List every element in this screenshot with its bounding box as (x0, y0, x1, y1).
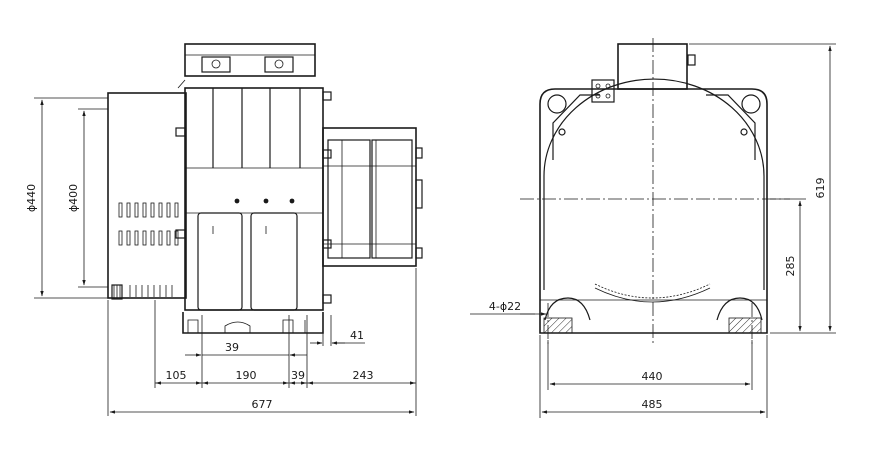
base-foot (182, 312, 324, 334)
front-base (539, 297, 768, 334)
main-body (175, 79, 332, 311)
cooling-slots-lower (118, 230, 179, 246)
dim-phi400-label: ϕ400 (67, 184, 80, 212)
dim-440-label: 440 (642, 370, 663, 383)
dim-row-lower: 105 190 39 243 (155, 369, 416, 385)
brake-assembly (322, 127, 423, 267)
encoder-connector (111, 284, 173, 300)
dim-243-label: 243 (353, 369, 374, 382)
dim-677: 677 (109, 398, 415, 414)
dim-41: 41 (310, 329, 365, 345)
dim-619-label: 619 (814, 178, 827, 199)
dim-485: 485 (539, 335, 768, 418)
cooling-slots-upper (118, 202, 179, 218)
dim-39-top: 39 (185, 341, 307, 357)
dim-440: 440 (547, 340, 753, 390)
front-view: 619 285 4-ϕ22 440 485 (470, 38, 836, 418)
front-body (539, 78, 768, 303)
dim-phi440: ϕ440 (25, 97, 108, 299)
dim-485-label: 485 (642, 398, 663, 411)
dim-39-bottom-label: 39 (291, 369, 305, 382)
side-view: ϕ440 ϕ400 39 41 (25, 43, 423, 416)
terminal-box (184, 43, 316, 77)
dim-285: 285 (770, 198, 806, 332)
dim-41-label: 41 (350, 329, 364, 342)
holes-callout: 4-ϕ22 (470, 300, 547, 316)
dim-190-label: 190 (236, 369, 257, 382)
dim-285-label: 285 (784, 256, 797, 277)
motor-housing (107, 92, 187, 300)
dim-619: 619 (689, 43, 836, 334)
dim-phi400: ϕ400 (67, 108, 108, 288)
front-terminal-box (591, 43, 696, 103)
holes-label: 4-ϕ22 (489, 300, 521, 313)
dim-677-label: 677 (252, 398, 273, 411)
dim-105-label: 105 (166, 369, 187, 382)
dim-39-top-label: 39 (225, 341, 239, 354)
dim-phi440-label: ϕ440 (25, 184, 38, 212)
